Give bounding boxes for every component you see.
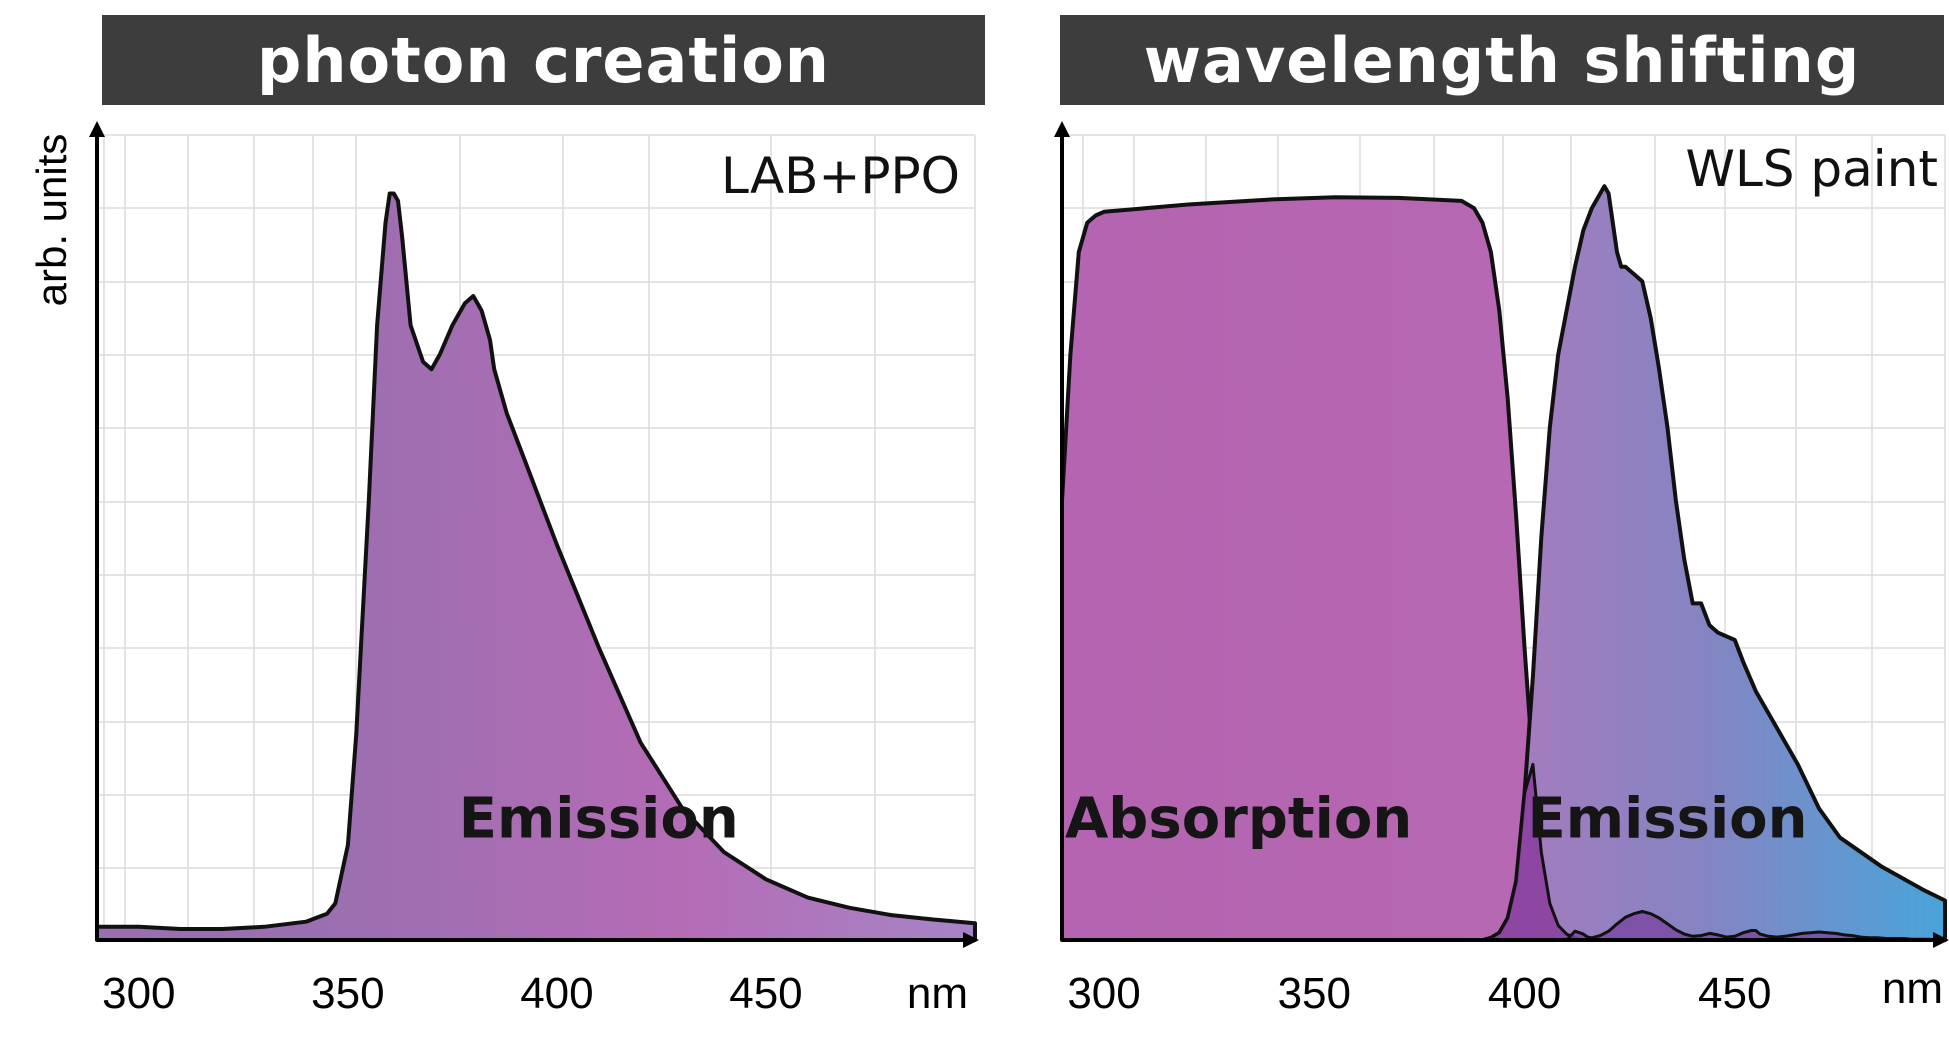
corner-label-wls-paint: WLS paint: [1686, 140, 1939, 198]
x-axis-arrow-right: [1933, 932, 1949, 948]
header-wavelength-shifting: wavelength shifting: [1060, 15, 1944, 105]
x-tick-300-right: 300: [1067, 969, 1140, 1018]
x-tick-400-left: 400: [520, 969, 593, 1018]
areas-left: [95, 191, 977, 942]
ticks-left: 300 350 400 450: [102, 969, 803, 1018]
x-tick-300-left: 300: [102, 969, 175, 1018]
y-axis-arrow-left: [89, 121, 105, 137]
corner-label-lab-ppo: LAB+PPO: [721, 147, 960, 205]
panel-lab-ppo: 300 350 400 450 LAB+PPO arb. units nm Emiss…: [28, 121, 979, 1018]
area-emission-left: [95, 191, 977, 942]
x-tick-350-left: 350: [311, 969, 384, 1018]
axes-left: [89, 121, 979, 948]
x-tick-400-right: 400: [1488, 969, 1561, 1018]
area-emission-right: [1480, 184, 1947, 942]
label-absorption: Absorption: [1065, 787, 1412, 852]
x-unit-label-left: nm: [907, 969, 968, 1018]
panel-wls-paint: 300 350 400 450 WLS paint nm Absorption Emi…: [1054, 121, 1949, 1018]
y-axis-label: arb. units: [28, 134, 75, 307]
x-axis-arrow-left: [963, 932, 979, 948]
x-unit-label-right: nm: [1882, 964, 1943, 1013]
axes-right: [1054, 121, 1949, 948]
x-tick-450-left: 450: [729, 969, 802, 1018]
x-tick-350-right: 350: [1278, 969, 1351, 1018]
label-emission-right: Emission: [1527, 787, 1807, 852]
x-tick-450-right: 450: [1698, 969, 1771, 1018]
ticks-right: 300 350 400 450: [1067, 969, 1771, 1018]
label-emission-left: Emission: [459, 787, 739, 852]
header-photon-creation: photon creation: [102, 15, 985, 105]
y-axis-arrow-right: [1054, 121, 1070, 137]
areas-right: [1060, 184, 1947, 942]
